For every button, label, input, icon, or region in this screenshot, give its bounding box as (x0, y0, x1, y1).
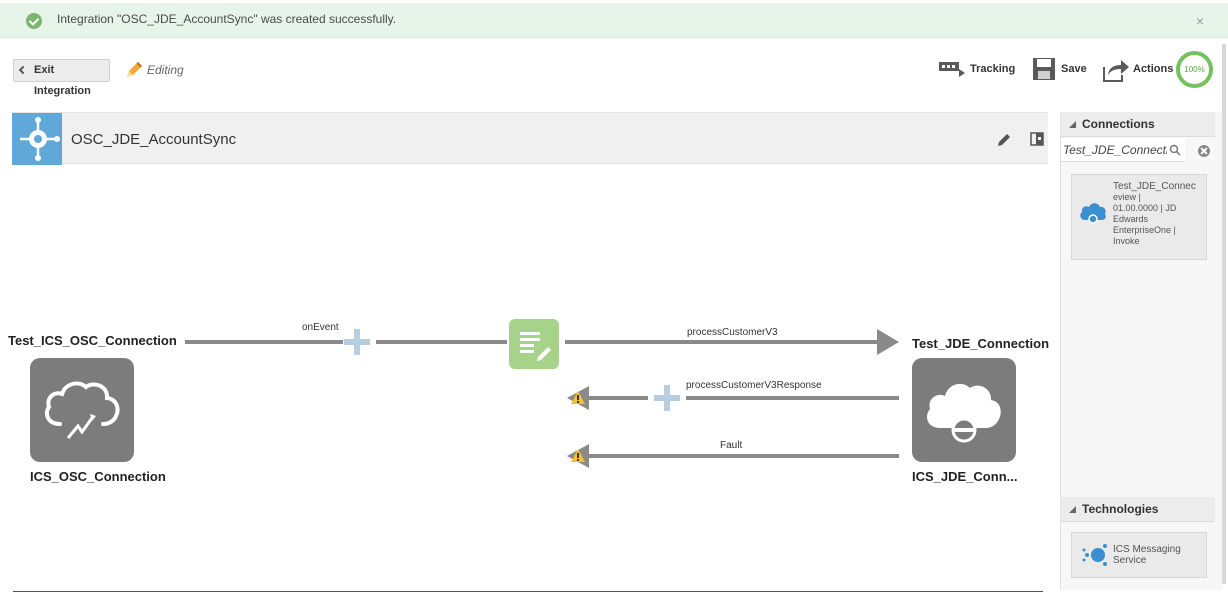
source-connection-name: ICS_OSC_Connection (30, 469, 166, 484)
clear-search-icon[interactable] (1198, 145, 1210, 157)
fault-line (588, 454, 899, 458)
mapper-icon (520, 332, 551, 361)
messaging-service-icon (1082, 544, 1107, 566)
warning-arrow-icon (567, 386, 589, 410)
layout-panel-icon[interactable] (1030, 132, 1044, 146)
connection-card-title: Test_JDE_Connec (1113, 181, 1196, 192)
add-action-plus-icon[interactable] (344, 329, 370, 355)
pencil-icon (127, 62, 142, 77)
technology-card-line: ICS Messaging (1113, 544, 1181, 555)
connection-card-text: Test_JDE_Connec eview | 01.00.0000 | JD … (1113, 181, 1206, 247)
canvas-header: OSC_JDE_AccountSync (12, 112, 1048, 165)
add-response-plus-icon[interactable] (654, 385, 680, 411)
technologies-header-label: Technologies (1082, 502, 1159, 516)
integration-title: OSC_JDE_AccountSync (71, 131, 237, 148)
connection-search (1061, 138, 1185, 162)
collapse-triangle-icon (1069, 506, 1076, 513)
response-line (588, 396, 648, 400)
connection-card-line: eview | (1113, 192, 1141, 202)
progress-ring: 100% (1176, 51, 1213, 88)
integration-icon (12, 113, 62, 165)
page-scrollbar[interactable] (1222, 44, 1226, 584)
editing-label: Editing (147, 63, 184, 77)
save-label: Save (1061, 63, 1087, 75)
close-icon[interactable]: × (1195, 13, 1204, 29)
technology-card[interactable]: ICS Messaging Service (1071, 532, 1207, 578)
success-message: Integration "OSC_JDE_AccountSync" was cr… (57, 12, 397, 26)
exit-integration-label: Exit Integration (34, 64, 91, 97)
map-node[interactable] (509, 319, 559, 369)
request-line (565, 340, 881, 344)
connection-card-line: Invoke (1113, 236, 1140, 246)
tracking-button[interactable]: Tracking (938, 56, 1016, 84)
source-connection-node[interactable] (30, 358, 134, 462)
success-banner: Integration "OSC_JDE_AccountSync" was cr… (0, 3, 1228, 38)
arrow-right-icon (877, 329, 899, 355)
trigger-line-2 (376, 340, 507, 344)
exit-integration-button[interactable]: Exit Integration (13, 59, 110, 97)
connection-card-line: Edwards (1113, 214, 1149, 224)
warning-arrow-icon (567, 444, 589, 468)
success-check-icon (26, 13, 42, 29)
editing-indicator: Editing (122, 58, 184, 82)
cloud-adapter-icon (927, 383, 1001, 443)
target-connection-title: Test_JDE_Connection (912, 336, 1050, 351)
share-arrow-icon (1103, 60, 1129, 82)
technologies-section-header[interactable]: Technologies (1061, 497, 1215, 522)
technology-card-line: Service (1113, 555, 1147, 566)
edge-label-fault: Fault (720, 440, 743, 451)
connection-search-input[interactable] (1063, 141, 1167, 159)
source-connection-title: Test_ICS_OSC_Connection (8, 333, 177, 348)
resource-panel: Connections Test_JDE_Connec eview | 01.0… (1060, 112, 1222, 590)
target-connection-name: ICS_JDE_Conn... (912, 469, 1018, 484)
chevron-left-icon (18, 65, 28, 75)
connection-card-line: 01.00.0000 | JD (1113, 203, 1177, 213)
search-icon[interactable] (1169, 144, 1181, 156)
collapse-triangle-icon (1069, 121, 1076, 128)
save-icon (1033, 58, 1055, 80)
connection-card-line: EnterpriseOne | (1113, 225, 1176, 235)
tracking-label: Tracking (970, 63, 1016, 75)
tracking-icon (939, 62, 965, 77)
bottom-divider (13, 591, 1043, 592)
save-button[interactable]: Save (1032, 56, 1088, 84)
response-line-2 (686, 396, 899, 400)
edit-pencil-icon[interactable] (996, 132, 1012, 148)
actions-button[interactable]: Actions (1102, 56, 1174, 84)
edge-label-onevent: onEvent (302, 322, 339, 333)
target-connection-node[interactable] (912, 358, 1016, 462)
edge-label-request: processCustomerV3 (687, 327, 778, 338)
connection-card[interactable]: Test_JDE_Connec eview | 01.00.0000 | JD … (1071, 174, 1207, 260)
connections-section-header[interactable]: Connections (1061, 112, 1215, 137)
technology-card-text: ICS Messaging Service (1113, 544, 1206, 566)
trigger-line (185, 340, 343, 344)
actions-label: Actions (1133, 63, 1174, 75)
cloud-lightning-icon (44, 381, 120, 439)
cloud-connection-icon (1080, 203, 1106, 224)
edge-label-response: processCustomerV3Response (686, 380, 822, 391)
integration-canvas: OSC_JDE_AccountSync Test_ICS_OSC_Connect… (8, 112, 1050, 590)
connections-header-label: Connections (1082, 117, 1155, 131)
